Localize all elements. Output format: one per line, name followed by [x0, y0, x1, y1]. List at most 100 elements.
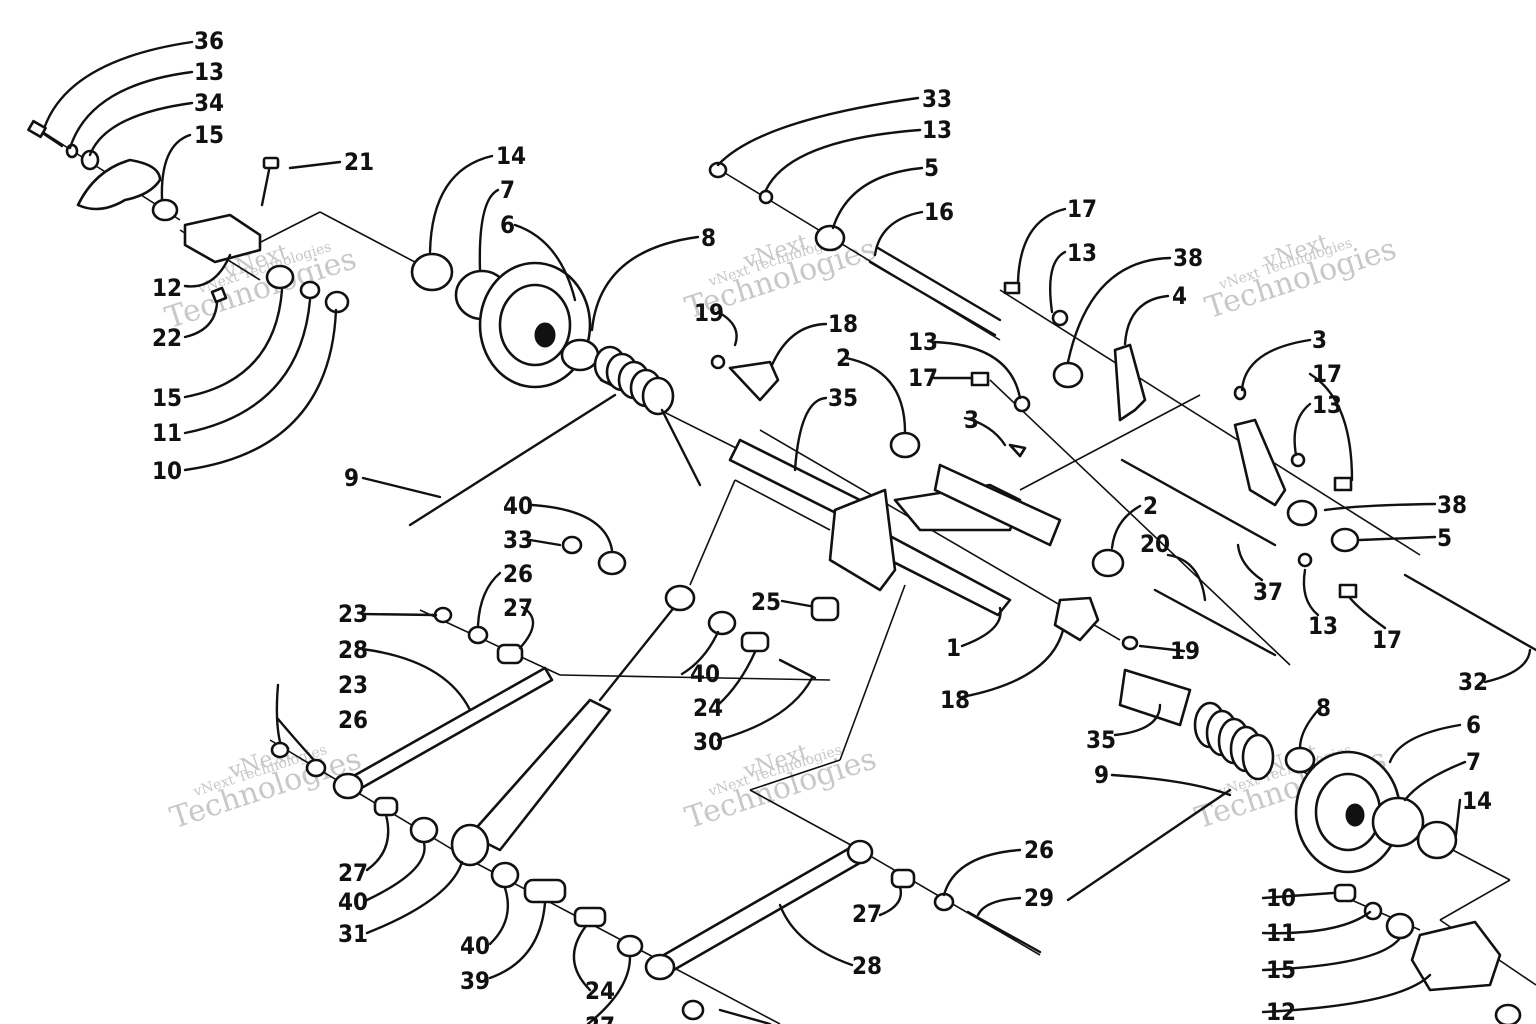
bushing-40-left [409, 816, 439, 844]
callout-1: 1 [946, 634, 961, 662]
bushing-38-top [1052, 361, 1084, 389]
callout-24: 24 [585, 977, 615, 1005]
callout-11: 11 [1266, 919, 1296, 947]
callout-16: 16 [924, 198, 954, 226]
frame-sleeve [933, 463, 1062, 547]
callout-20: 20 [1140, 530, 1170, 558]
callout-labels: 36 13 34 15 21 12 22 15 11 10 14 7 6 8 9… [152, 27, 1492, 1024]
bushing-27-left [373, 796, 399, 817]
sleeve-39 [523, 878, 567, 904]
rod-32 [1403, 573, 1536, 652]
bracket-4 [1113, 343, 1147, 422]
nut-23-top [433, 606, 453, 624]
bushing-27-top [496, 643, 524, 665]
callout-26: 26 [338, 706, 368, 734]
callout-30: 30 [693, 728, 723, 756]
spring-9-bottom [1066, 701, 1275, 902]
shock-absorber-31 [450, 584, 696, 867]
callout-5: 5 [1437, 524, 1452, 552]
callout-33: 33 [922, 85, 952, 113]
washer-13-e [1297, 552, 1313, 568]
callout-31: 31 [338, 920, 368, 948]
callout-32: 32 [1458, 668, 1488, 696]
washer-11 [299, 280, 321, 300]
callout-12: 12 [152, 274, 182, 302]
callout-9: 9 [1094, 761, 1109, 789]
callout-34: 34 [194, 89, 224, 117]
bolt-bottom [718, 1008, 772, 1024]
callout-7: 7 [500, 176, 515, 204]
bracket-12 [183, 213, 262, 264]
callout-18: 18 [940, 686, 970, 714]
callout-3: 3 [964, 406, 979, 434]
plate-18-top [728, 360, 780, 402]
callout-23: 23 [338, 600, 368, 628]
callout-10: 10 [152, 457, 182, 485]
callout-8: 8 [701, 224, 716, 252]
callout-19: 19 [694, 299, 724, 327]
bushing-27-bottom [616, 934, 644, 958]
callout-40: 40 [503, 492, 533, 520]
washer-13-b [1051, 309, 1069, 327]
washer-19-top [710, 354, 726, 370]
bushing-2-top [889, 431, 921, 459]
link-28-upper [348, 666, 554, 792]
link-28-upper-end [332, 772, 364, 800]
bolt-17-low [1338, 583, 1358, 599]
bushing-2-right [1091, 548, 1125, 578]
callout-13: 13 [194, 58, 224, 86]
sleeve-35-bottom [1118, 668, 1192, 727]
callout-39: 39 [460, 967, 490, 995]
link-28-lower-end-2 [846, 839, 874, 865]
callout-19: 19 [1170, 637, 1200, 665]
washer-26-top [467, 625, 489, 645]
bolt-30 [778, 658, 817, 680]
callout-7: 7 [1466, 748, 1481, 776]
callout-37: 37 [1253, 578, 1283, 606]
wheel-6-top-rim [498, 283, 572, 367]
callout-17: 17 [908, 364, 938, 392]
link-28-lower-end [644, 953, 676, 981]
callout-13: 13 [1312, 391, 1342, 419]
callout-40: 40 [690, 660, 720, 688]
spacer-14-top [410, 252, 454, 292]
callout-14: 14 [1462, 787, 1492, 815]
wheel-6-bottom-hub [1345, 803, 1365, 827]
plate-18-bottom [1053, 596, 1100, 642]
callout-13: 13 [908, 328, 938, 356]
link-28-lower [653, 843, 867, 977]
shaft-20 [1153, 588, 1277, 657]
callout-35: 35 [1086, 726, 1116, 754]
spring-9-top [408, 345, 702, 527]
callout-8: 8 [1316, 694, 1331, 722]
nut-33-mid [561, 535, 583, 555]
bushing-15-upper [151, 198, 179, 222]
drive-plate [76, 158, 162, 211]
callout-3: 3 [1312, 326, 1327, 354]
callout-14: 14 [496, 142, 526, 170]
callout-11: 11 [152, 419, 182, 447]
spacer-14-bottom [1416, 820, 1458, 860]
washer-11-bottom [1363, 901, 1383, 921]
callout-26: 26 [503, 560, 533, 588]
bolt-10-bottom [1333, 883, 1357, 903]
nut-23-left [270, 741, 290, 759]
callout-5: 5 [924, 154, 939, 182]
callout-2: 2 [1143, 492, 1158, 520]
bushing-15-lower [265, 264, 295, 290]
bushing-40-top [597, 550, 627, 576]
callout-29: 29 [1024, 884, 1054, 912]
clip-3-right [1233, 385, 1247, 401]
callout-15: 15 [152, 384, 182, 412]
washer-26-left [305, 758, 327, 778]
bolt-29 [966, 910, 1042, 954]
callout-22: 22 [152, 324, 182, 352]
callout-38: 38 [1437, 491, 1467, 519]
callout-38: 38 [1173, 244, 1203, 272]
callout-4: 4 [1172, 282, 1187, 310]
bolt-10 [324, 290, 350, 314]
retaining-ring-8-top [560, 338, 600, 372]
washer-13-d [1290, 452, 1306, 468]
bushing-5-top [814, 224, 846, 252]
bushing-27-right [890, 868, 916, 889]
